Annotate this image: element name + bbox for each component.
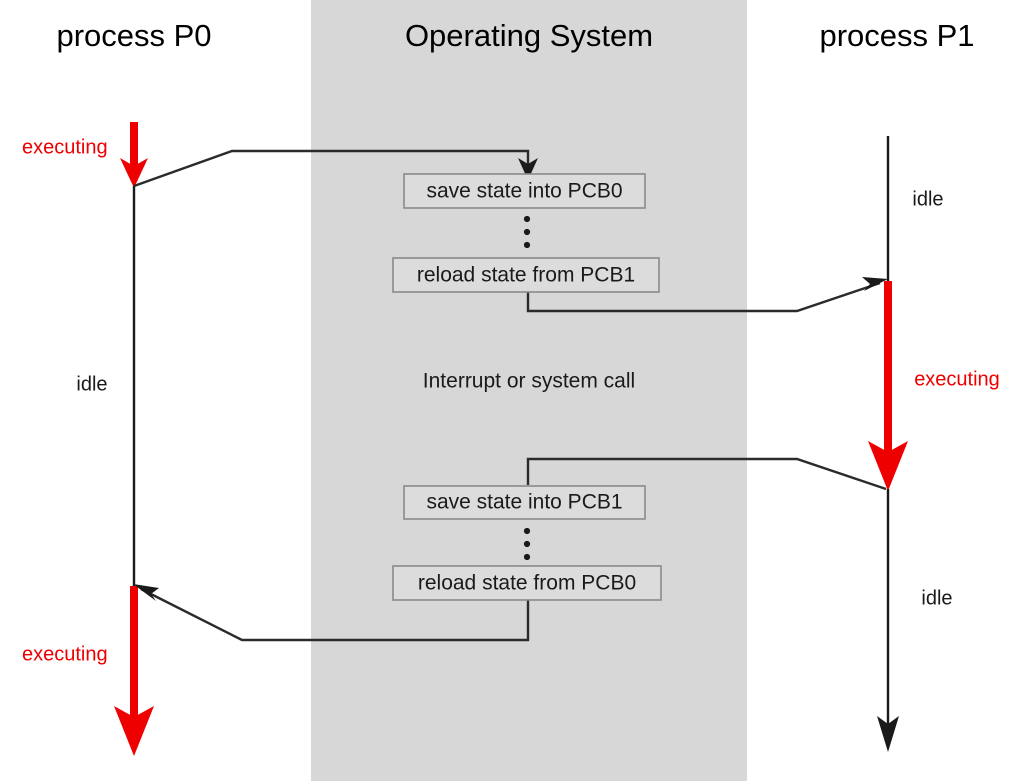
os-box-save-pcb0-rect <box>403 173 646 209</box>
vertical-ellipsis-upper <box>523 215 531 249</box>
os-box-reload-pcb0-label: reload state from PCB0 <box>418 572 636 595</box>
timeline-p1 <box>868 136 908 752</box>
state-label-p0-idle: idle <box>76 373 107 395</box>
state-label-p1-executing: executing <box>914 368 1000 390</box>
state-label-p1-idle-top: idle <box>912 188 943 210</box>
p0-executing-arrowhead-top <box>120 158 148 188</box>
p0-executing-arrowhead-bottom <box>114 706 154 756</box>
os-box-reload-pcb1-rect <box>392 257 660 293</box>
connector-reload-pcb1-to-p1 <box>526 277 888 313</box>
column-header-p0: process P0 <box>56 18 211 53</box>
os-box-save-pcb1-label: save state into PCB1 <box>426 491 622 514</box>
os-box-save-pcb0[interactable]: save state into PCB0 <box>403 173 646 209</box>
connector-arrowhead-into-p0 <box>133 584 159 601</box>
column-header-p1: process P1 <box>819 18 974 53</box>
connector-p1-to-save-pcb1 <box>526 457 887 491</box>
connector-p0-to-save-pcb0 <box>133 149 538 188</box>
os-box-save-pcb1-rect <box>403 485 646 520</box>
p1-executing-arrowhead <box>868 441 908 491</box>
state-label-p0-executing-top: executing <box>22 136 108 158</box>
state-label-p1-idle-bottom: idle <box>921 587 952 609</box>
os-box-reload-pcb1[interactable]: reload state from PCB1 <box>392 257 660 293</box>
connector-arrowhead-into-save-pcb0 <box>518 158 538 180</box>
os-box-reload-pcb1-label: reload state from PCB1 <box>417 264 635 287</box>
connector-arrowhead-into-p1 <box>862 277 888 291</box>
column-header-operating-system: Operating System <box>405 18 653 53</box>
timeline-p0 <box>114 122 154 756</box>
os-box-save-pcb0-label: save state into PCB0 <box>426 180 622 203</box>
p1-idle-arrowhead-bottom <box>877 716 899 752</box>
connector-reload-pcb0-to-p0 <box>133 584 530 642</box>
os-caption-interrupt-or-system-call: Interrupt or system call <box>423 370 635 393</box>
os-box-save-pcb1[interactable]: save state into PCB1 <box>403 485 646 520</box>
operating-system-band <box>311 0 747 781</box>
vertical-ellipsis-lower <box>523 527 531 561</box>
os-box-reload-pcb0[interactable]: reload state from PCB0 <box>392 565 662 601</box>
os-box-reload-pcb0-rect <box>392 565 662 601</box>
state-label-p0-executing-bottom: executing <box>22 643 108 665</box>
